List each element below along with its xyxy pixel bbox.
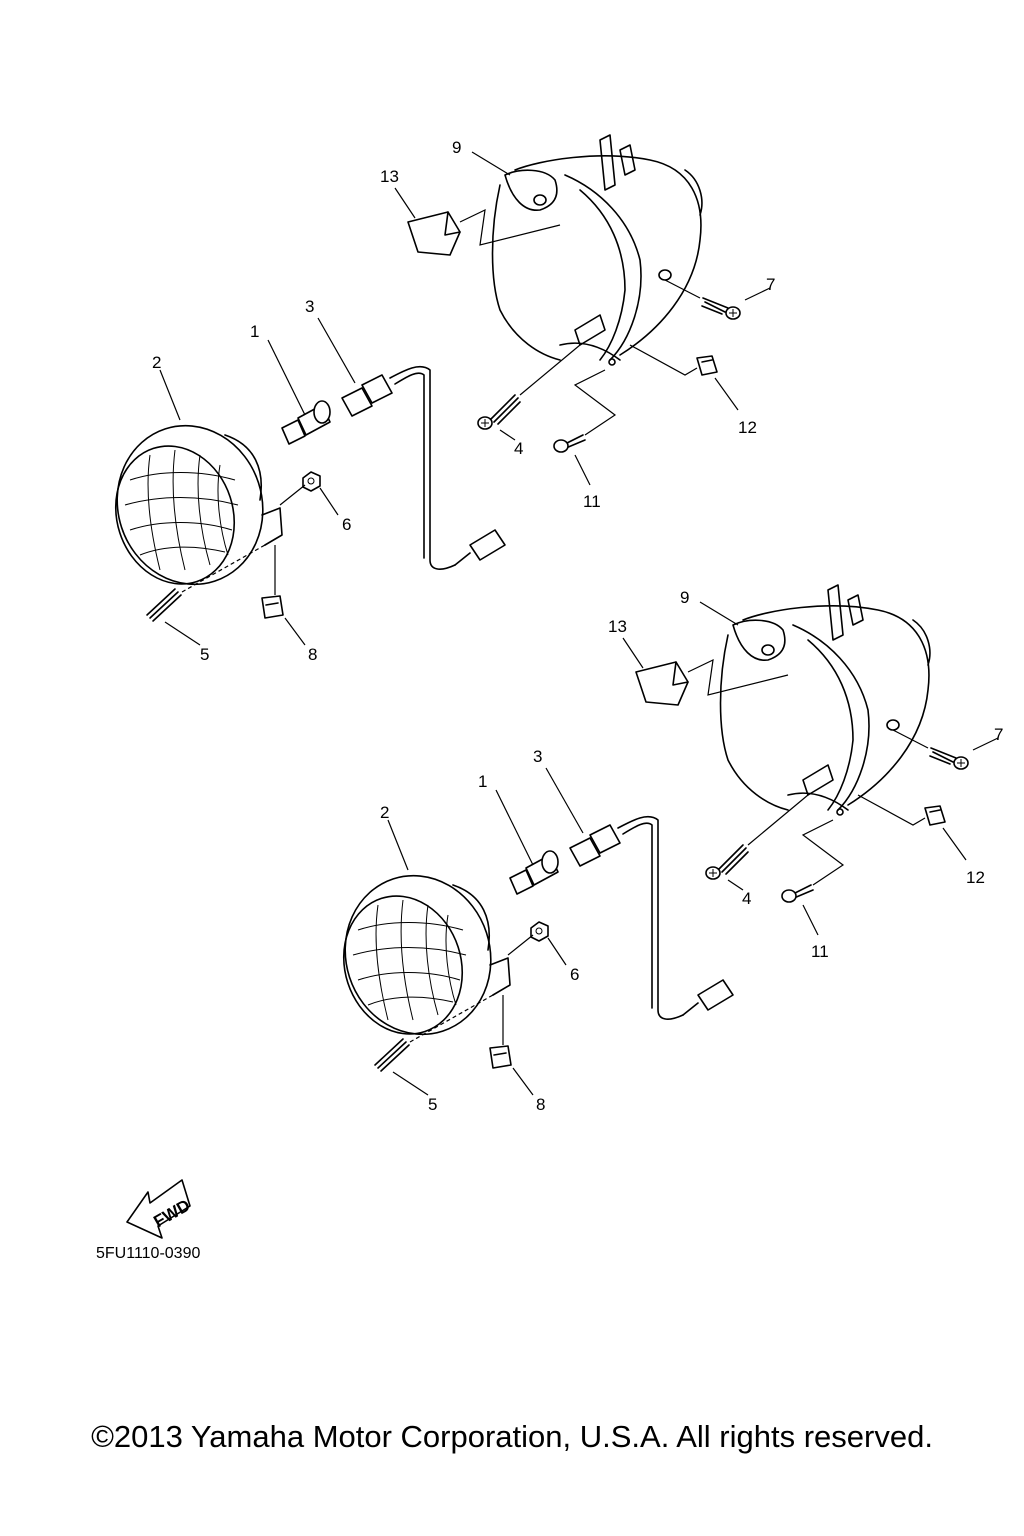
headlight-assembly-upper: 1 2 3 4 5 6 7 8 9 11 12 13: [114, 134, 775, 664]
nut-clip-8: [261, 595, 284, 619]
nut: [302, 471, 321, 492]
callout-12: 12: [738, 418, 757, 437]
callout-5: 5: [428, 1095, 437, 1114]
screw-4: [477, 394, 521, 430]
callout-12: 12: [966, 868, 985, 887]
screw-11: [781, 884, 814, 903]
callout-13: 13: [608, 617, 627, 636]
nut: [530, 921, 549, 942]
spring: [146, 588, 182, 622]
callout-11: 11: [811, 942, 829, 961]
callout-11: 11: [583, 492, 601, 511]
callout-2: 2: [152, 353, 161, 372]
nut-clip-8: [489, 1045, 512, 1069]
copyright-notice: ©2013 Yamaha Motor Corporation, U.S.A. A…: [91, 1419, 933, 1454]
clip-12: [924, 805, 946, 826]
headlight-assembly-lower: 1 2 3 4 5 6 7 8 9 11 12 13: [342, 584, 1003, 1114]
callout-1: 1: [478, 772, 487, 791]
callout-4: 4: [742, 889, 751, 908]
headlight-case: [719, 584, 931, 816]
callout-6: 6: [342, 515, 351, 534]
lens-unit: [114, 424, 283, 586]
screw-7: [701, 297, 741, 320]
callout-6: 6: [570, 965, 579, 984]
callout-13: 13: [380, 167, 399, 186]
lens-unit: [342, 874, 511, 1036]
callout-1: 1: [250, 322, 259, 341]
screw-7: [929, 747, 969, 770]
callout-8: 8: [308, 645, 317, 664]
socket-cord: [341, 365, 506, 570]
diagram-reference-code: 5FU1110-0390: [96, 1245, 201, 1262]
bulb: [509, 850, 559, 895]
socket-cord: [569, 815, 734, 1020]
callout-9: 9: [680, 588, 689, 607]
callout-7: 7: [994, 725, 1003, 744]
damper: [635, 661, 689, 706]
callout-7: 7: [766, 275, 775, 294]
callout-2: 2: [380, 803, 389, 822]
bulb: [281, 400, 331, 445]
callout-4: 4: [514, 439, 523, 458]
callout-3: 3: [533, 747, 542, 766]
fwd-arrow-icon: FWD: [126, 1179, 193, 1239]
damper: [407, 211, 461, 256]
spring: [374, 1038, 410, 1072]
headlight-case: [491, 134, 703, 366]
screw-4: [705, 844, 749, 880]
callout-3: 3: [305, 297, 314, 316]
callout-9: 9: [452, 138, 461, 157]
callout-5: 5: [200, 645, 209, 664]
screw-11: [553, 434, 586, 453]
callout-8: 8: [536, 1095, 545, 1114]
clip-12: [696, 355, 718, 376]
